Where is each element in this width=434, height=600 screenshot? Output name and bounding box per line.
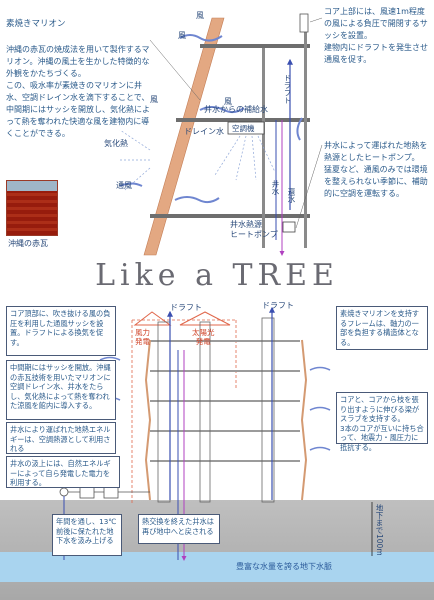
pump-valve	[59, 487, 69, 497]
mullion-right	[300, 339, 308, 501]
solar-panel	[179, 311, 231, 326]
core-structure-note: コアと、コアから枝を張り出すように伸びる梁がスラブを支持する。 3本のコアが互い…	[336, 392, 428, 452]
geothermal-note: 井水により運ばれた地熱エネルギーは、空調熱源として利用される	[6, 422, 116, 454]
section-draft-left-label: ドラフト	[170, 303, 202, 312]
mullion-description: 沖縄の赤瓦の焼成法を用いて製作するマリオン。沖縄の風土を生かした特徴的な外観をか…	[6, 45, 150, 138]
natural-energy-note: 井水の汲上には、自然エネルギーによって自ら発電した電力を利用する。	[6, 456, 120, 488]
wind-label-2: 風	[178, 31, 186, 40]
mullion-title: 素焼きマリオン	[6, 19, 66, 29]
wind-swirls-top	[119, 34, 303, 204]
mullion-left	[144, 339, 152, 501]
aquifer	[0, 552, 434, 582]
leader-lines-top	[149, 17, 323, 229]
terracotta-mullion-top	[143, 17, 225, 256]
aquifer-label: 豊富な水量を誇る地下水脈	[236, 562, 332, 571]
cool-air-lines	[118, 129, 276, 191]
depth-label: 地下まで100m	[375, 504, 384, 556]
well-water-label: 井水	[271, 180, 280, 195]
drain-water-label: ドレイン水	[184, 127, 224, 136]
energy-dashed	[131, 319, 237, 505]
heatpump-label: 井水熱源 ヒートポンプ	[230, 220, 278, 239]
draft-label: ドラフト	[283, 74, 292, 104]
wind-label-4: 風	[150, 95, 158, 104]
frame-note: 素焼きマリオンを支持するフレームは、軸力の一部を負担する構造体となる。	[336, 306, 428, 350]
ventilation-label: 通風	[116, 181, 132, 190]
wind-label-3: 風	[224, 97, 232, 106]
core-top-note: コア頂部に、吹き抜ける風の負圧を利用した通風サッシを設置。ドラフトによる換気を促…	[6, 306, 116, 356]
solar-power-label: 太陽光 発電	[192, 328, 215, 346]
core-top-sash	[299, 13, 309, 33]
aircon-unit	[227, 121, 265, 135]
pump-note: 年間を通し、13℃前後に保たれた地下水を汲み上げる	[52, 514, 122, 556]
supply-water-label: 井水からの補給水	[204, 105, 268, 114]
wind-power-label: 風力 発電	[135, 328, 150, 346]
return-note: 熱交換を終えた井水は再び地中へと戻される	[138, 514, 220, 544]
evap-heat-label: 気化熱	[104, 139, 128, 148]
core-sash-description: コア上部には、風速1m程度の風による負圧で開閉するサッシを設置。 建物内にドラフ…	[324, 7, 428, 64]
wind-label-1: 風	[196, 11, 204, 20]
wind-turbine	[133, 311, 172, 326]
section-slabs	[150, 340, 300, 462]
midseason-note: 中間期にはサッシを開放。沖縄の赤瓦技術を用いたマリオンに空調ドレイン水、井水をた…	[6, 360, 116, 420]
heat-pump-unit	[282, 221, 296, 233]
red-tile-photo	[6, 180, 58, 236]
section-draft-right-label: ドラフト	[262, 301, 294, 310]
aircon-label: 空調機	[232, 124, 255, 133]
roof-slab	[200, 44, 310, 48]
section-cores	[157, 317, 275, 503]
wind-swirls-section	[99, 356, 331, 451]
slab-2	[150, 214, 310, 218]
heatpump-description: 井水によって運ばれた地熱を熱源としたヒートポンプ。 猛夏など、通風のみでは環境を…	[324, 141, 428, 198]
page-title: Like a TREE	[95, 258, 339, 293]
core-wall-right	[304, 30, 307, 248]
slab-1	[176, 118, 310, 122]
return-water-label: 還水	[287, 188, 296, 203]
photo-caption: 沖縄の赤瓦	[8, 239, 48, 248]
